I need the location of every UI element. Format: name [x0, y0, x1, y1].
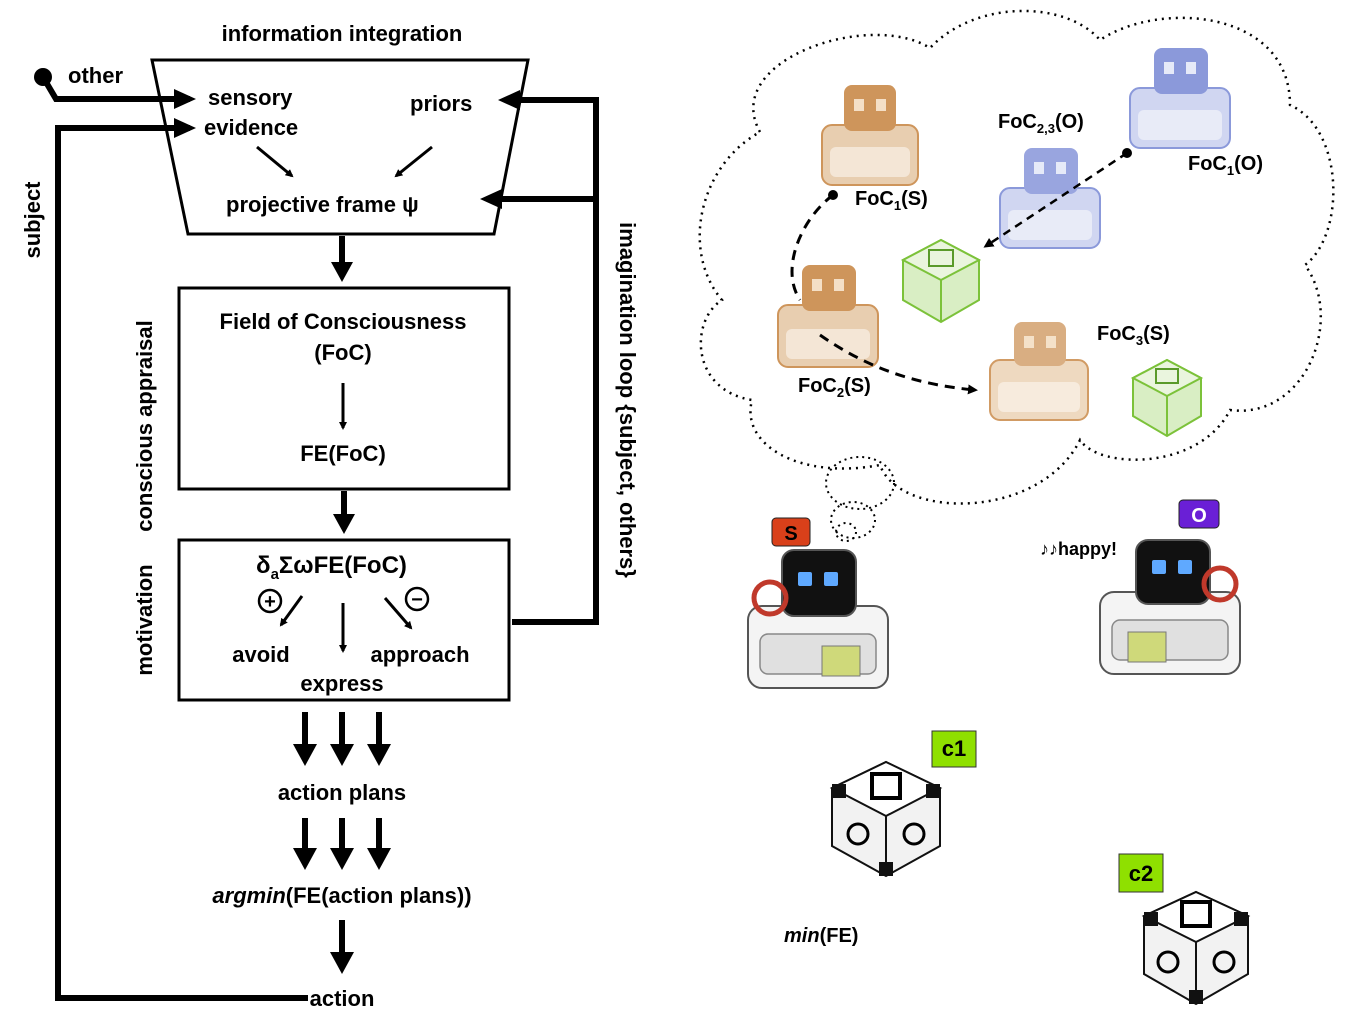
robot-blue-foc1-icon [1129, 48, 1231, 149]
foc1-to-foc2-dashed-path [790, 193, 834, 301]
badge-o [1178, 499, 1220, 529]
foc-to-motivation-arrowhead [333, 514, 355, 534]
priors-to-frame-arrow [394, 145, 433, 178]
badge-o-label: O [1191, 505, 1207, 527]
action-label: action [310, 986, 375, 1011]
foc-title-line1: Field of Consciousness [220, 309, 467, 334]
cube-c1-icon [829, 760, 943, 878]
other-input-arrowhead [174, 89, 196, 109]
minus-circle-icon [404, 586, 430, 612]
badge-s [771, 517, 811, 547]
argmin-rest: (FE(action plans)) [286, 883, 472, 908]
sensory-evidence-line2: evidence [204, 115, 298, 140]
foc23-o-label: FoC2,3(O) [998, 111, 1084, 136]
avoid-arrow [279, 595, 304, 627]
foc2-to-foc3-dashed-path [819, 333, 978, 395]
robot-orange-foc1-icon [821, 85, 919, 186]
foc1-o-label: FoC1(O) [1188, 153, 1263, 178]
action-plans-label: action plans [278, 780, 406, 805]
other-input-line [40, 75, 190, 102]
cube-c2-icon [1141, 890, 1251, 1006]
cube-green-foc3-icon [1130, 358, 1204, 438]
min-fe-label: min(FE) [784, 925, 858, 947]
robot-orange-foc2-icon [777, 265, 879, 368]
foc1-s-label: FoC1(S) [855, 188, 928, 213]
robot-other-icon [1099, 539, 1241, 675]
plus-circle-icon [257, 588, 283, 614]
plans-to-argmin-arrows [293, 818, 391, 870]
foc3-s-label: FoC3(S) [1097, 323, 1170, 348]
conscious-appraisal-label: conscious appraisal [132, 320, 157, 532]
imagination-to-frame-arrowhead [480, 189, 502, 209]
right-robot-scene: FoC1(S) FoC2(S) FoC3(S) FoC1(O) [698, 9, 1335, 1006]
cube-c2-label-bg [1118, 853, 1164, 893]
foc1-o-to-cube-dashed-path [983, 151, 1128, 248]
information-integration-trapezoid [150, 58, 530, 236]
subject-feedback-loop [55, 125, 308, 1001]
subject-label: subject [20, 181, 45, 259]
left-flow-diagram: information integration other subject se… [20, 21, 640, 1011]
approach-arrow [383, 597, 413, 630]
happy-label: ♪♪happy! [1040, 539, 1117, 559]
sensory-to-frame-arrow [256, 145, 294, 178]
express-label: express [300, 671, 383, 696]
imagination-loop-line [505, 97, 599, 625]
motivation-formula-delta: δ [256, 552, 271, 579]
sensory-evidence-line1: sensory [208, 85, 293, 110]
motivation-box [177, 538, 511, 702]
thought-cloud [698, 9, 1335, 505]
field-of-consciousness-box [177, 286, 511, 491]
motivation-to-plans-arrows [293, 712, 391, 766]
badge-s-label: S [784, 523, 797, 545]
robot-subject-icon [747, 549, 889, 689]
approach-label: approach [370, 642, 469, 667]
motivation-formula-rest: ΣωFE(FoC) [279, 552, 407, 579]
imagination-loop-label: imagination loop {subject, others} [615, 222, 640, 578]
cube-c1-label-bg [931, 730, 977, 768]
argmin-italic: argmin [212, 883, 285, 908]
robot-blue-foc23-icon [999, 148, 1101, 249]
cube-c2-label: c2 [1129, 861, 1153, 886]
robot-orange-foc3-icon [989, 322, 1089, 421]
imagination-to-priors-arrowhead [498, 90, 520, 110]
fe-foc-label: FE(FoC) [300, 441, 386, 466]
argmin-label: argmin(FE(action plans)) [212, 883, 471, 908]
avoid-label: avoid [232, 642, 289, 667]
information-integration-title: information integration [222, 21, 463, 46]
minus-sign: − [411, 589, 423, 611]
frame-to-foc-arrowhead [331, 262, 353, 282]
cube-green-foc-icon [900, 238, 982, 324]
motivation-formula: δaΣωFE(FoC) [256, 552, 407, 583]
plus-sign: + [264, 591, 276, 613]
foc2-s-label: FoC2(S) [798, 375, 871, 400]
foc-title-line2: (FoC) [314, 340, 371, 365]
cube-c1-label: c1 [942, 736, 966, 761]
thought-bubble-small [835, 522, 857, 542]
subject-loop-arrowhead [174, 118, 196, 138]
priors-label: priors [410, 91, 472, 116]
argmin-to-action-arrowhead [330, 952, 354, 974]
motivation-label: motivation [132, 564, 157, 675]
thought-bubble-medium [830, 501, 876, 539]
thought-bubble-large [825, 456, 895, 510]
other-label: other [68, 63, 123, 88]
projective-frame-label: projective frame ψ [226, 192, 419, 217]
motivation-formula-subscript: a [271, 566, 280, 583]
min-italic: min [784, 925, 820, 947]
min-rest: (FE) [820, 925, 859, 947]
